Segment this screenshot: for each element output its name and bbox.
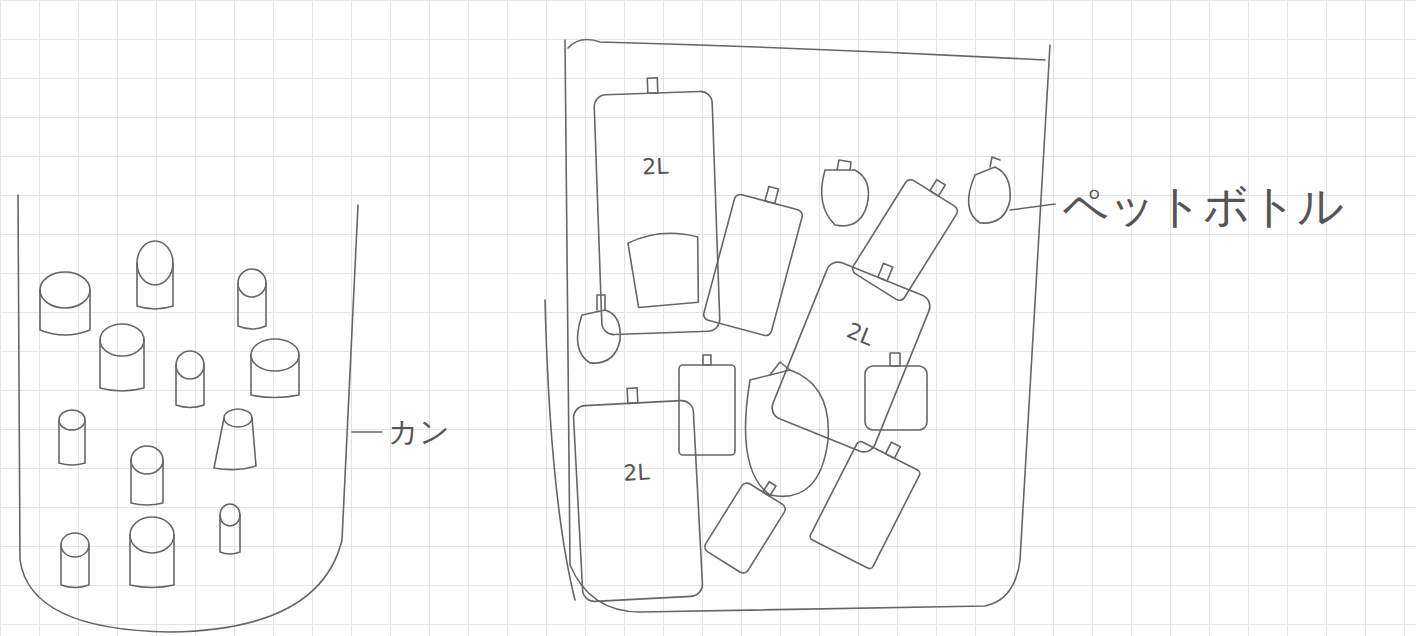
can-bin xyxy=(18,195,358,632)
bottle-size: 2L xyxy=(804,302,917,367)
bottle-size: 2L xyxy=(595,152,716,181)
bin-inner xyxy=(545,300,575,600)
bottle-outline xyxy=(572,399,704,603)
bottle-size: 2L xyxy=(575,457,698,488)
callout-label: ペットボトル xyxy=(1062,176,1344,238)
bottle-node: 2L xyxy=(593,90,721,336)
bottle-bin xyxy=(565,40,1050,612)
bin-rim xyxy=(568,40,1045,60)
callout-label: カン xyxy=(388,412,450,453)
cans xyxy=(40,241,299,588)
bottle-outline xyxy=(767,257,935,457)
bottle-node: 2L xyxy=(767,257,935,457)
leader-line xyxy=(1010,204,1055,210)
bottle-outline xyxy=(593,90,721,336)
bottle-node: 2L xyxy=(572,399,704,603)
leader-line xyxy=(352,431,382,433)
bottles xyxy=(578,157,1011,575)
